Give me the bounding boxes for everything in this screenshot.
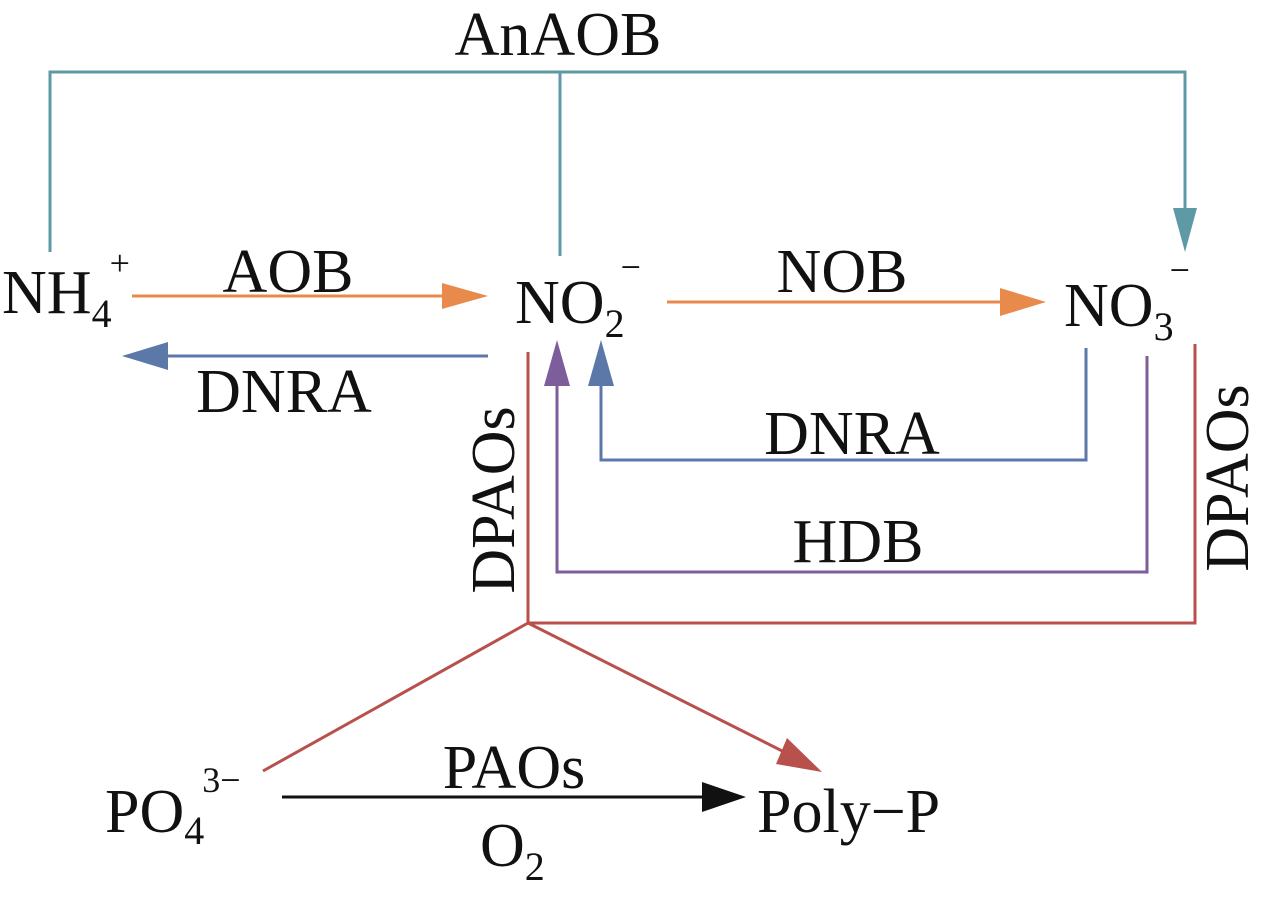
hdb-pathway: HDB [544, 340, 1149, 576]
dpaos-left-label: DPAOs [460, 406, 528, 593]
nh4-base: NH [2, 259, 92, 327]
polyp-label: Poly−P [757, 778, 940, 846]
paos-pathway: PAOs O2 [282, 734, 746, 889]
dnra-right-pathway: DNRA [588, 340, 1088, 468]
dnra-left-arrowhead [122, 342, 168, 370]
node-po4: PO4 3− [105, 760, 241, 853]
paos-label: PAOs [443, 734, 585, 802]
node-nh4: NH4 + [2, 243, 130, 336]
aob-arrowhead [442, 283, 488, 309]
dnra-right-arrowhead [588, 340, 614, 386]
no2-subscript: 2 [605, 301, 625, 346]
nob-label: NOB [777, 238, 908, 306]
hdb-label: HDB [793, 508, 924, 576]
anaob-line [48, 70, 1187, 252]
no3-subscript: 3 [1154, 304, 1174, 349]
svg-text:NO2−: NO2 − [515, 247, 641, 346]
dpaos-right-label: DPAOs [1194, 384, 1262, 571]
dnra-right-label: DNRA [764, 400, 940, 468]
hdb-line [555, 356, 1149, 574]
no3-base: NO [1064, 272, 1154, 340]
po4-base: PO [105, 778, 184, 846]
node-no3: NO3 − [1064, 250, 1190, 349]
anaob-arrowhead [1173, 208, 1197, 252]
dpaos-pathway: DPAOs DPAOs [262, 344, 1262, 773]
svg-text:NO3−: NO3 − [1064, 250, 1190, 349]
po4-superscript: 3− [202, 760, 240, 800]
o2-subscript: 2 [525, 844, 545, 889]
o2-base: O [480, 812, 525, 880]
hdb-arrowhead [544, 340, 570, 386]
no2-superscript: − [621, 247, 641, 287]
node-no2: NO2 − [515, 247, 641, 346]
dpaos-to-polyp-line [527, 621, 801, 762]
nh4-superscript: + [110, 243, 130, 283]
aob-label: AOB [223, 238, 354, 306]
aob-pathway: AOB [132, 238, 488, 309]
node-polyp: Poly−P [757, 778, 940, 846]
nob-arrowhead [1000, 288, 1046, 316]
svg-text:PO43−: PO4 3− [105, 760, 241, 853]
dpaos-right-line [528, 344, 1197, 625]
dpaos-arrowhead [776, 738, 822, 772]
paos-arrowhead [702, 782, 746, 812]
dpaos-from-po4-line [262, 621, 529, 773]
po4-subscript: 4 [184, 808, 204, 853]
no3-superscript: − [1170, 250, 1190, 290]
nob-pathway: NOB [667, 238, 1046, 316]
dnra-left-pathway: DNRA [122, 342, 488, 426]
anaob-label: AnAOB [455, 1, 662, 69]
nh4-subscript: 4 [92, 291, 112, 336]
anaob-pathway: AnAOB [48, 1, 1197, 256]
svg-text:NH4+: NH4 + [2, 243, 130, 336]
no2-base: NO [515, 269, 605, 337]
o2-label: O2 [480, 812, 545, 889]
dnra-right-line [599, 348, 1088, 462]
dnra-left-label: DNRA [196, 358, 372, 426]
